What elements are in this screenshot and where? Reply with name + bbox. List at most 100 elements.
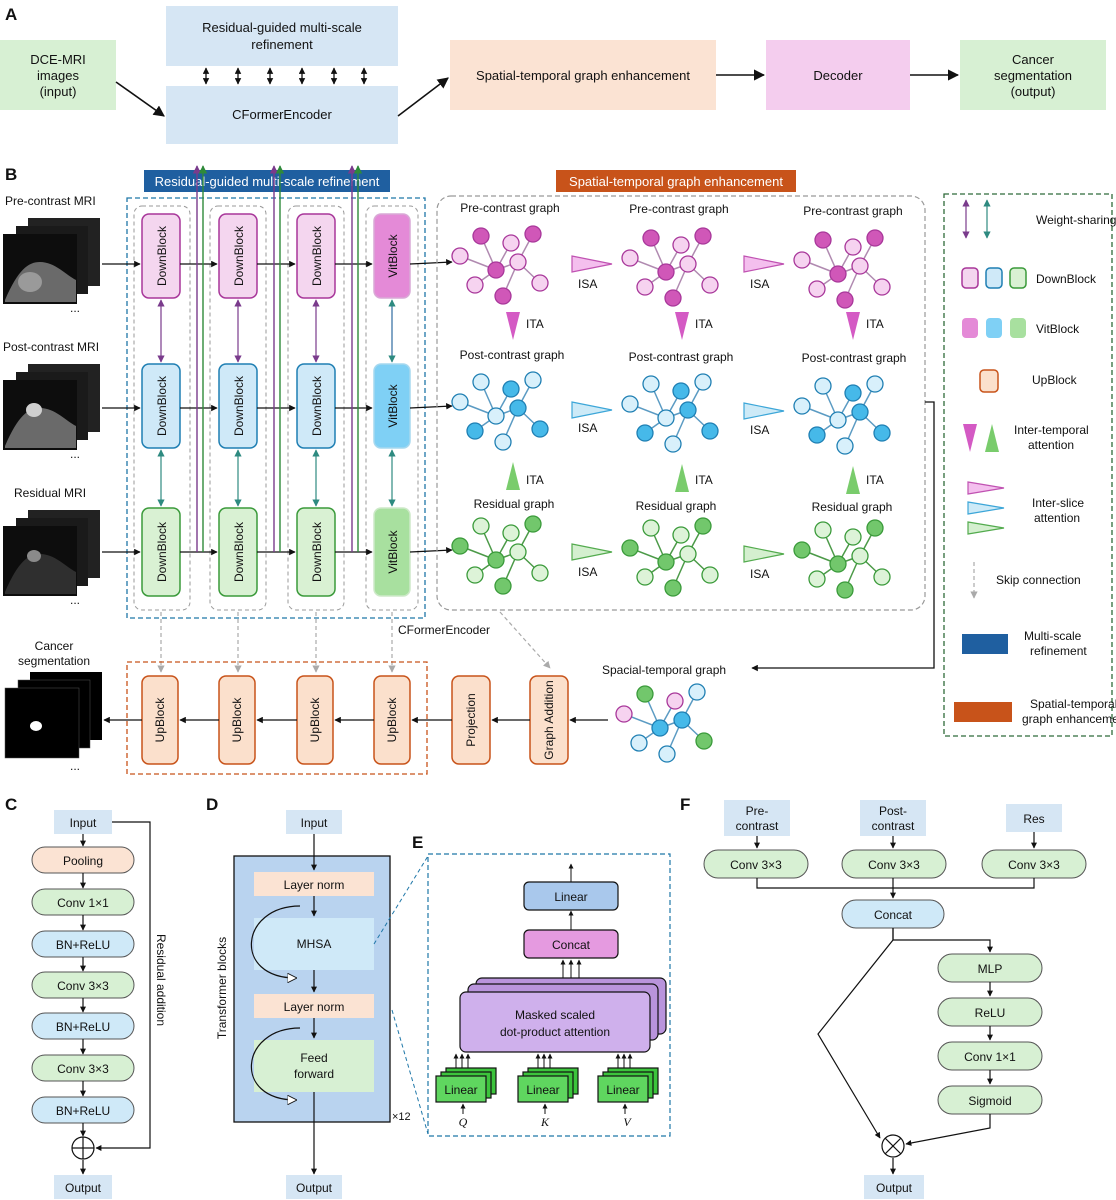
- input-line1: DCE-MRI: [30, 52, 86, 67]
- graph-node: [836, 437, 854, 455]
- graph-node: [509, 543, 527, 561]
- graph-node: [621, 395, 639, 413]
- cformer-encoder-label: CFormerEncoder: [398, 623, 490, 637]
- legend-weight-sharing-arrows: [962, 199, 991, 239]
- graph-node: [829, 555, 847, 573]
- graph-node: [664, 579, 682, 597]
- graph-node: [451, 537, 469, 555]
- refinement-banner-label: Residual-guided multi-scale refinement: [155, 174, 380, 189]
- graph-node: [509, 253, 527, 271]
- graph-node: [808, 280, 826, 298]
- d-feedforward: [254, 1040, 374, 1092]
- e-linear-stacks: [435, 1067, 659, 1103]
- mri-pre-label: Pre-contrast MRI: [5, 194, 96, 208]
- svg-text:Conv 3×3: Conv 3×3: [57, 979, 109, 993]
- d-flow-arrows: [250, 834, 317, 1175]
- svg-text:ITA: ITA: [526, 473, 544, 487]
- panel-a-arrows: [115, 69, 960, 117]
- legend-downblock: DownBlock: [1036, 272, 1097, 286]
- panel-f-letter: F: [680, 795, 690, 814]
- f-res-label: Res: [1023, 812, 1044, 826]
- graph-node: [664, 289, 682, 307]
- svg-text:BN+ReLU: BN+ReLU: [56, 1020, 110, 1034]
- graph-node: [630, 734, 648, 752]
- graph-node: [494, 433, 512, 451]
- c-input-box: [54, 810, 112, 834]
- d-feedforward-line1: Feed: [300, 1051, 327, 1065]
- f-multiply-symbol: [881, 1134, 905, 1158]
- graph-node: [472, 517, 490, 535]
- graph-node: [673, 711, 691, 729]
- c-output-label: Output: [65, 1181, 102, 1195]
- svg-text:DownBlock: DownBlock: [232, 375, 246, 436]
- c-input-label: Input: [70, 816, 97, 830]
- svg-text:UpBlock: UpBlock: [153, 697, 167, 743]
- decoder-label: Decoder: [813, 68, 863, 83]
- graph-banner-label: Spatial-temporal graph enhancement: [569, 174, 783, 189]
- svg-text:Conv 3×3: Conv 3×3: [57, 1062, 109, 1076]
- legend-st-line1: Spatial-temporal: [1030, 697, 1116, 711]
- graph-node: [487, 551, 505, 569]
- output-line2: segmentation: [994, 68, 1072, 83]
- graph-green-1: [451, 515, 549, 595]
- svg-text:VitBlock: VitBlock: [386, 233, 400, 277]
- graph-node: [531, 420, 549, 438]
- svg-text:Pre-contrast graph: Pre-contrast graph: [803, 204, 902, 218]
- graph-blue-1: [451, 371, 549, 451]
- graph-node: [866, 519, 884, 537]
- legend-vitblock-swatches: [962, 318, 1026, 338]
- f-res-box: [1006, 804, 1062, 832]
- graph-node: [472, 227, 490, 245]
- graph-node: [636, 568, 654, 586]
- svg-text:Post-contrast graph: Post-contrast graph: [802, 351, 907, 365]
- output-line3: (output): [1011, 84, 1056, 99]
- panel-e-letter: E: [412, 833, 423, 852]
- refinement-banner: [144, 170, 390, 192]
- output-line1: Cancer: [1012, 52, 1055, 67]
- seg-dots: ...: [70, 759, 80, 773]
- graph-node: [509, 399, 527, 417]
- c-output-box: [54, 1175, 112, 1199]
- input-line3: (input): [40, 84, 77, 99]
- mri-dots-pre: ...: [70, 301, 80, 315]
- seg-label-line2: segmentation: [18, 654, 90, 668]
- e-linear-q-label: Linear: [444, 1083, 477, 1097]
- graph-combined: [615, 683, 713, 763]
- graph-node: [636, 424, 654, 442]
- graph-node: [466, 422, 484, 440]
- svg-text:Projection: Projection: [464, 693, 478, 746]
- graph-node: [502, 524, 520, 542]
- legend-downblock-swatches: [961, 267, 1027, 289]
- encoder-box: [166, 86, 398, 144]
- d-output-box: [286, 1175, 342, 1199]
- input-line2: images: [37, 68, 79, 83]
- svg-text:DownBlock: DownBlock: [310, 225, 324, 286]
- graph-node: [873, 278, 891, 296]
- output-box: [960, 40, 1106, 110]
- graph-node: [636, 685, 654, 703]
- e-v-label: V: [623, 1115, 632, 1129]
- legend-ita-line2: attention: [1028, 438, 1074, 452]
- svg-text:Conv 3×3: Conv 3×3: [730, 858, 782, 872]
- legend-st-line2: graph enhancement: [1022, 712, 1116, 726]
- svg-text:BN+ReLU: BN+ReLU: [56, 938, 110, 952]
- ita-markers: [506, 312, 860, 494]
- graph-node: [531, 564, 549, 582]
- seg-label-line1: Cancer: [35, 639, 74, 653]
- encoder-weight-sharing: [157, 299, 396, 507]
- graph-node: [524, 225, 542, 243]
- graph-node: [636, 278, 654, 296]
- graph-node: [844, 384, 862, 402]
- panel-b-letter: B: [5, 165, 17, 184]
- graph-green-2: [621, 517, 719, 597]
- encoder-block-labels: DownBlock DownBlock DownBlock VitBlock D…: [155, 225, 400, 582]
- svg-text:DownBlock: DownBlock: [310, 375, 324, 436]
- f-post-line2: contrast: [872, 819, 915, 833]
- legend-ita-line1: Inter-temporal: [1014, 423, 1089, 437]
- d-output-label: Output: [296, 1181, 333, 1195]
- graph-node: [621, 539, 639, 557]
- graph-node: [829, 411, 847, 429]
- encoder-label: CFormerEncoder: [232, 107, 332, 122]
- e-concat-label: Concat: [552, 938, 591, 952]
- f-pre-line1: Pre-: [746, 804, 769, 818]
